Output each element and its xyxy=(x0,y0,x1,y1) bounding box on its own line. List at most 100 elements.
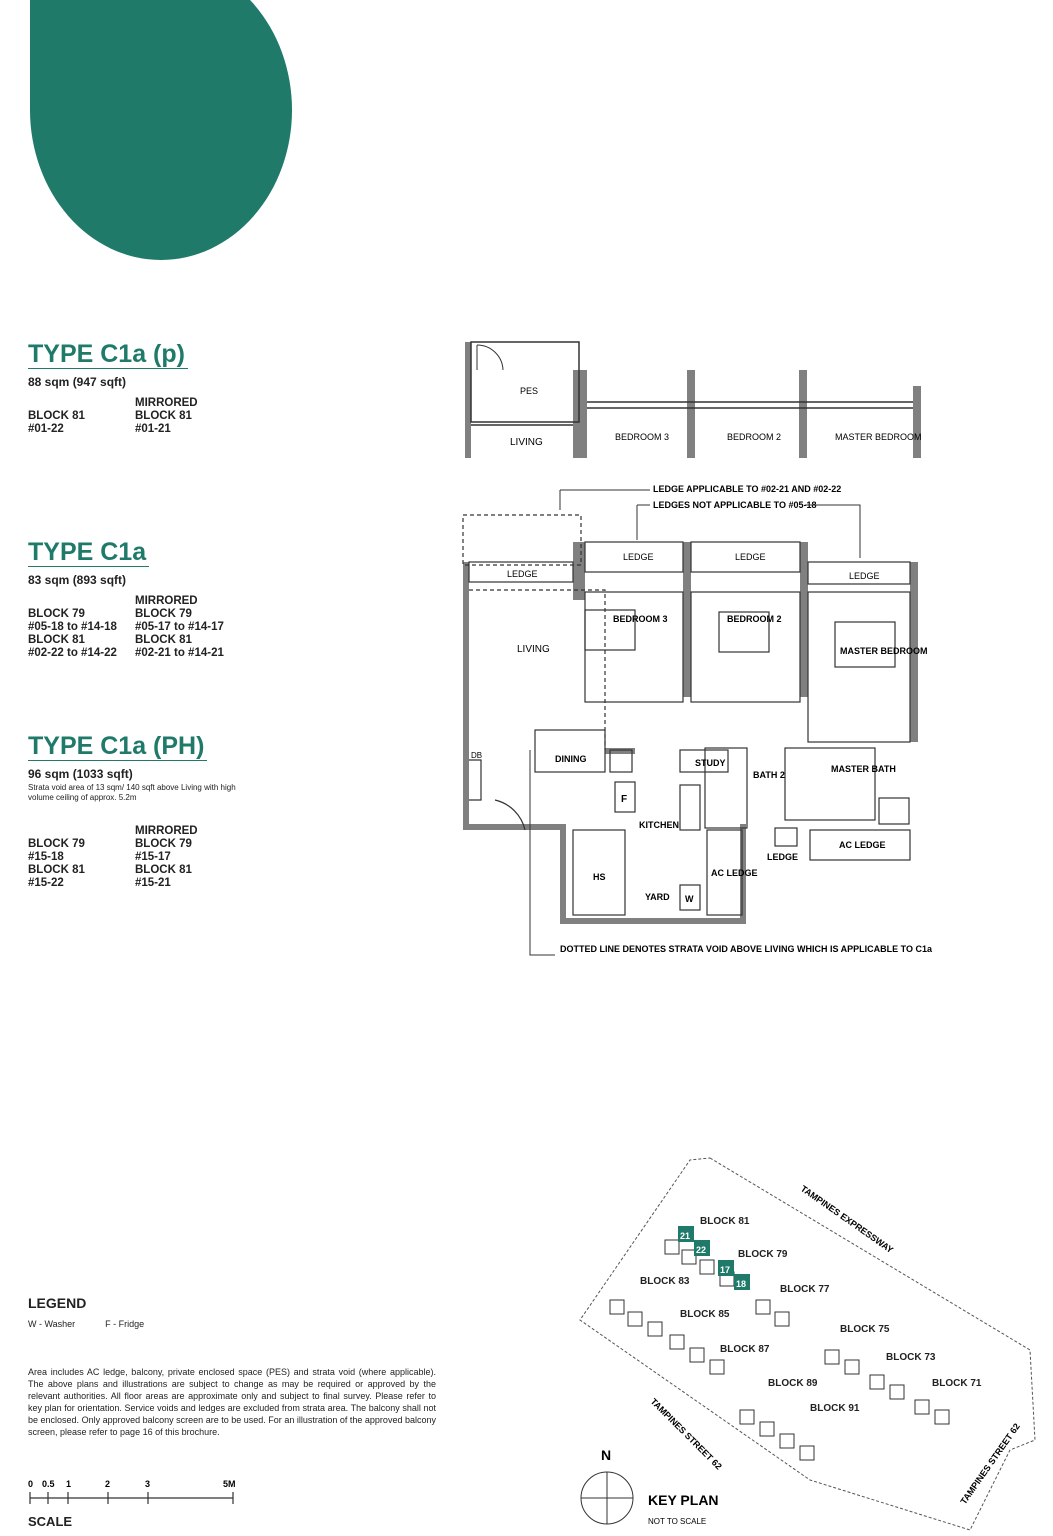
key-plan-title: KEY PLAN xyxy=(648,1492,719,1508)
badge-line-3: + STUDY xyxy=(878,178,1005,210)
block-label: BLOCK 71 xyxy=(932,1378,982,1389)
scale-label: SCALE xyxy=(28,1514,73,1529)
plan-upper-bedroom3-label: BEDROOM 3 xyxy=(615,432,669,442)
unit-info-c1a-p: TYPE C1a (p) 88 sqm (947 sqft) MIRRORED … xyxy=(28,340,258,435)
north-compass xyxy=(580,1471,634,1525)
legend-washer: W - Washer xyxy=(28,1319,76,1329)
block-cell: BLOCK 79 xyxy=(135,608,192,620)
unit-cell: #01-21 xyxy=(135,423,171,435)
plan-hs-label: HS xyxy=(593,872,606,882)
scale-tick: 0 xyxy=(28,1479,33,1489)
floor-plan: PES LIVING BEDROOM 3 BEDROOM 2 MASTER BE… xyxy=(462,341,935,956)
badge-text: 3 BEDROOM DELUXE + STUDY xyxy=(850,72,1005,211)
unit-block-grid: MIRRORED BLOCK 79 BLOCK 79 #05-18 to #14-… xyxy=(28,595,258,659)
unit-cell: #15-17 xyxy=(135,851,171,863)
block-cell: BLOCK 81 xyxy=(28,864,85,876)
scale-tick: 2 xyxy=(105,1479,110,1489)
scale-tick: 1 xyxy=(66,1479,71,1489)
plan-fridge-label: F xyxy=(621,794,627,805)
mirrored-label: MIRRORED xyxy=(135,595,198,607)
unit-info-c1a: TYPE C1a 83 sqm (893 sqft) MIRRORED BLOC… xyxy=(28,538,258,659)
unit-cell: #05-18 to #14-18 xyxy=(28,621,117,633)
mirrored-label: MIRRORED xyxy=(135,397,198,409)
unit-cell: #15-22 xyxy=(28,877,64,889)
plan-pes-label: PES xyxy=(520,386,538,396)
plan-washer-label: W xyxy=(685,894,694,904)
plan-master-bedroom-label: MASTER BEDROOM xyxy=(840,646,928,656)
plan-ledge-label-3: LEDGE xyxy=(735,552,766,562)
plan-study-label: STUDY xyxy=(695,758,726,768)
plan-callout-2: LEDGES NOT APPLICABLE TO #05-18 xyxy=(653,500,817,510)
block-cell: BLOCK 81 xyxy=(28,410,85,422)
plan-ledge-label-2: LEDGE xyxy=(623,552,654,562)
plan-upper-living-label: LIVING xyxy=(510,437,543,448)
block-label: BLOCK 77 xyxy=(780,1284,830,1295)
block-cell: BLOCK 81 xyxy=(135,410,192,422)
plan-ledge-label-4: LEDGE xyxy=(849,571,880,581)
block-label: BLOCK 83 xyxy=(640,1276,690,1287)
highlight-unit-21: 21 xyxy=(680,1231,690,1241)
scale-tick: 3 xyxy=(145,1479,150,1489)
north-label: N xyxy=(601,1447,611,1463)
plan-kitchen-label: KITCHEN xyxy=(639,820,679,830)
highlight-unit-17: 17 xyxy=(720,1265,730,1275)
mirrored-label: MIRRORED xyxy=(135,825,198,837)
plan-bedroom3-label: BEDROOM 3 xyxy=(613,614,668,624)
key-plan: 21 22 17 18 BLOCK 81 BLOCK 79 BLOCK 83 B… xyxy=(579,1157,1036,1531)
unit-title: TYPE C1a (PH) xyxy=(28,732,208,761)
unit-cell: #15-21 xyxy=(135,877,171,889)
plan-db-label: DB xyxy=(471,751,482,760)
unit-area: 88 sqm (947 sqft) xyxy=(28,375,127,389)
block-label: BLOCK 79 xyxy=(738,1249,788,1260)
block-label: BLOCK 87 xyxy=(720,1344,770,1355)
block-cell: BLOCK 81 xyxy=(28,634,85,646)
badge-number: 3 xyxy=(985,73,1005,111)
unit-cell: #05-17 to #14-17 xyxy=(135,621,224,633)
plan-upper-bedroom2-label: BEDROOM 2 xyxy=(727,432,781,442)
road-label: TAMPINES STREET 62 xyxy=(958,1421,1021,1506)
scale-bar: 0 0.5 1 2 3 5M SCALE xyxy=(28,1476,248,1536)
plan-master-bath-label: MASTER BATH xyxy=(831,764,896,774)
legend: LEGEND W - Washer F - Fridge xyxy=(28,1295,144,1329)
plan-bedroom2-label: BEDROOM 2 xyxy=(727,614,782,624)
unit-cell: #02-21 to #14-21 xyxy=(135,647,224,659)
legend-title: LEGEND xyxy=(28,1295,87,1311)
block-label: BLOCK 91 xyxy=(810,1403,860,1414)
plan-ledge-label-1: LEDGE xyxy=(507,569,538,579)
plan-yard-label: YARD xyxy=(645,892,670,902)
unit-title: TYPE C1a xyxy=(28,538,150,567)
plan-ledge-label-5: LEDGE xyxy=(767,852,798,862)
highlight-unit-18: 18 xyxy=(736,1279,746,1289)
block-label: BLOCK 73 xyxy=(886,1352,936,1363)
block-label: BLOCK 75 xyxy=(840,1324,890,1335)
plan-dining-label: DINING xyxy=(555,754,587,764)
plan-dotted-note: DOTTED LINE DENOTES STRATA VOID ABOVE LI… xyxy=(560,944,935,954)
unit-cell: #15-18 xyxy=(28,851,64,863)
plan-callout-1: LEDGE APPLICABLE TO #02-21 AND #02-22 xyxy=(653,484,841,494)
unit-area: 96 sqm (1033 sqft) xyxy=(28,767,133,781)
scale-tick: 0.5 xyxy=(42,1479,55,1489)
plan-bath2-label: BATH 2 xyxy=(753,770,785,780)
block-cell: BLOCK 79 xyxy=(135,838,192,850)
block-cell: BLOCK 81 xyxy=(135,634,192,646)
road-label: TAMPINES EXPRESSWAY xyxy=(799,1183,895,1255)
unit-type-badge xyxy=(30,0,292,260)
unit-title: TYPE C1a (p) xyxy=(28,340,188,369)
block-label: BLOCK 81 xyxy=(700,1216,750,1227)
unit-block-grid: MIRRORED BLOCK 79 BLOCK 79 #15-18 #15-17 B… xyxy=(28,825,258,889)
key-plan-subtitle: NOT TO SCALE xyxy=(648,1517,706,1526)
road-label: TAMPINES STREET 62 xyxy=(649,1396,724,1471)
block-cell: BLOCK 79 xyxy=(28,838,85,850)
badge-line-2: DELUXE xyxy=(884,145,1005,177)
block-label: BLOCK 85 xyxy=(680,1309,730,1320)
plan-ac-ledge-label-2: AC LEDGE xyxy=(839,840,886,850)
unit-cell: #02-22 to #14-22 xyxy=(28,647,117,659)
block-cell: BLOCK 81 xyxy=(135,864,192,876)
scale-tick: 5M xyxy=(223,1479,236,1489)
unit-note: Strata void area of 13 sqm/ 140 sqft abo… xyxy=(28,783,236,802)
block-cell: BLOCK 79 xyxy=(28,608,85,620)
unit-area: 83 sqm (893 sqft) xyxy=(28,573,127,587)
badge-line-1: BEDROOM xyxy=(850,112,1005,144)
highlight-unit-22: 22 xyxy=(696,1245,706,1255)
